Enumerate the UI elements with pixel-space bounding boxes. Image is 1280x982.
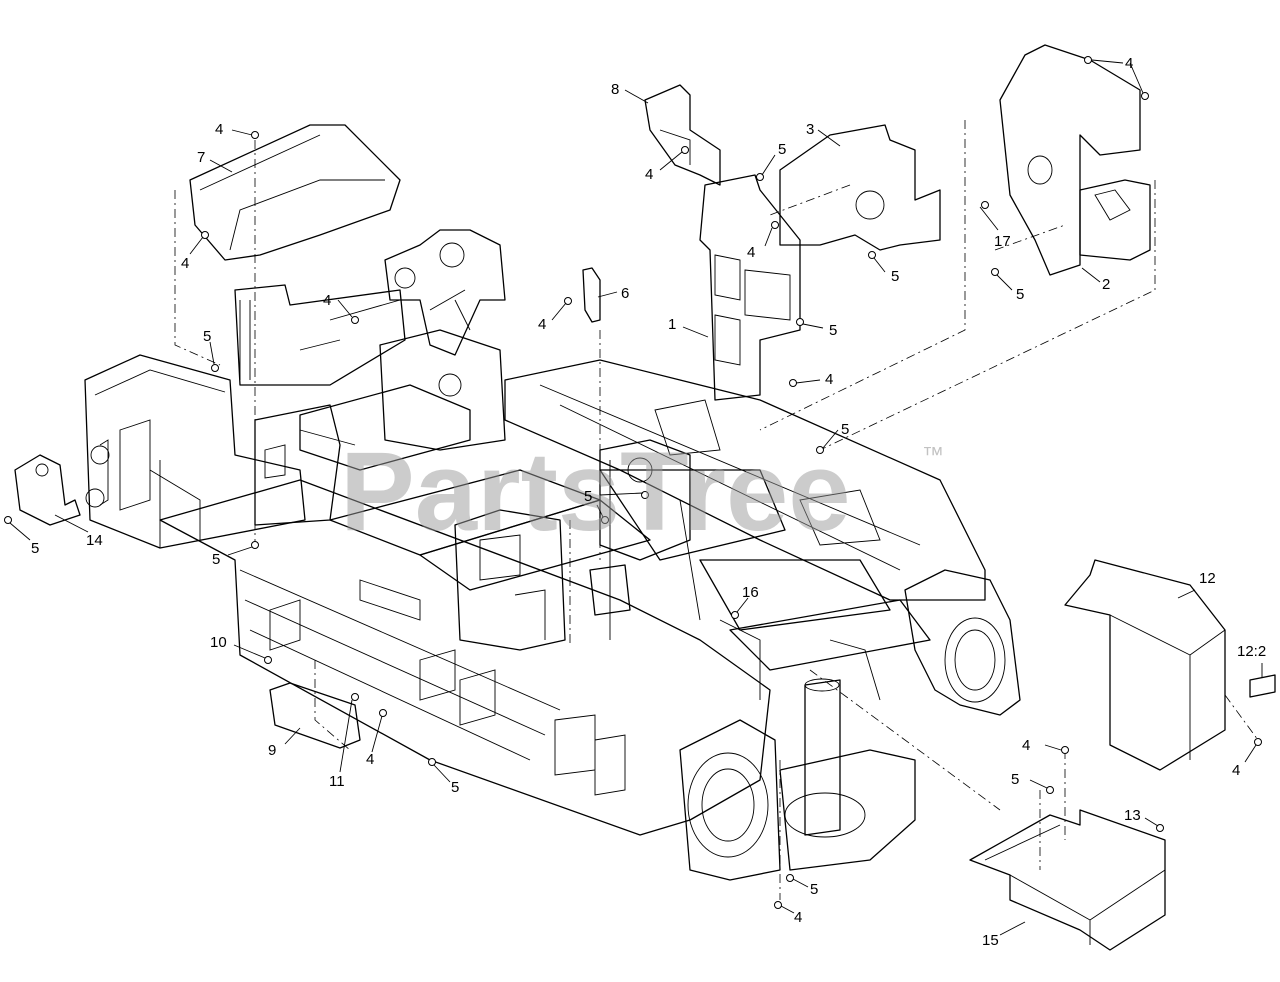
callout-12-2: 12:2: [1237, 643, 1266, 660]
part-12-cover: [1064, 559, 1226, 771]
callout-5: 5: [778, 141, 786, 158]
callout-5: 5: [203, 328, 211, 345]
callout-4: 4: [1125, 55, 1133, 72]
part-3-plate: [779, 124, 941, 251]
part-7-shield: [189, 124, 401, 261]
part-8-bracket: [644, 84, 721, 186]
callout-5: 5: [891, 268, 899, 285]
callout-5: 5: [584, 488, 592, 505]
callout-17: 17: [994, 233, 1011, 250]
callout-5: 5: [1011, 771, 1019, 788]
callout-5: 5: [212, 551, 220, 568]
callout-13: 13: [1124, 807, 1141, 824]
part-9-plate: [269, 682, 361, 749]
alignment-lines: [174, 120, 1259, 900]
watermark: PartsTree ™: [340, 429, 944, 554]
part-15-tray: [969, 809, 1166, 951]
callout-5: 5: [810, 881, 818, 898]
callout-3: 3: [806, 121, 814, 138]
callout-5: 5: [451, 779, 459, 796]
callout-4: 4: [794, 909, 802, 926]
part-1-upright: [699, 174, 801, 401]
callout-15: 15: [982, 932, 999, 949]
watermark-brand: PartsTree: [340, 429, 851, 554]
callout-10: 10: [210, 634, 227, 651]
callout-7: 7: [197, 149, 205, 166]
callout-4: 4: [181, 255, 189, 272]
callout-1: 1: [668, 316, 676, 333]
callout-4: 4: [323, 292, 331, 309]
callout-11: 11: [329, 773, 345, 790]
callout-4: 4: [1022, 737, 1030, 754]
callout-2: 2: [1102, 276, 1110, 293]
callout-6: 6: [621, 285, 629, 302]
callout-5: 5: [31, 540, 39, 557]
callout-9: 9: [268, 742, 276, 759]
leader-lines: [9, 59, 1263, 936]
callout-4: 4: [215, 121, 223, 138]
callout-4: 4: [645, 166, 653, 183]
callout-4: 4: [366, 751, 374, 768]
callout-8: 8: [611, 81, 619, 98]
callout-4: 4: [825, 371, 833, 388]
callout-5: 5: [829, 322, 837, 339]
part-2-plate: [999, 44, 1151, 276]
main-frame: [84, 229, 1021, 881]
callouts: 4 7 4 4 5 8 4 5 3 4 4 17 5 2 5 6 4 1 5 4…: [31, 55, 1266, 949]
fasteners: [4, 56, 1262, 909]
callout-16: 16: [742, 584, 759, 601]
callout-5: 5: [841, 421, 849, 438]
callout-5: 5: [1016, 286, 1024, 303]
part-12-2-label: [1249, 674, 1276, 698]
part-6-clip: [582, 267, 601, 323]
callout-4: 4: [1232, 762, 1240, 779]
callout-12: 12: [1199, 570, 1216, 587]
callout-14: 14: [86, 532, 103, 549]
watermark-trademark: ™: [922, 442, 944, 467]
part-14-bracket: [14, 454, 81, 526]
callout-4: 4: [747, 244, 755, 261]
callout-4: 4: [538, 316, 546, 333]
